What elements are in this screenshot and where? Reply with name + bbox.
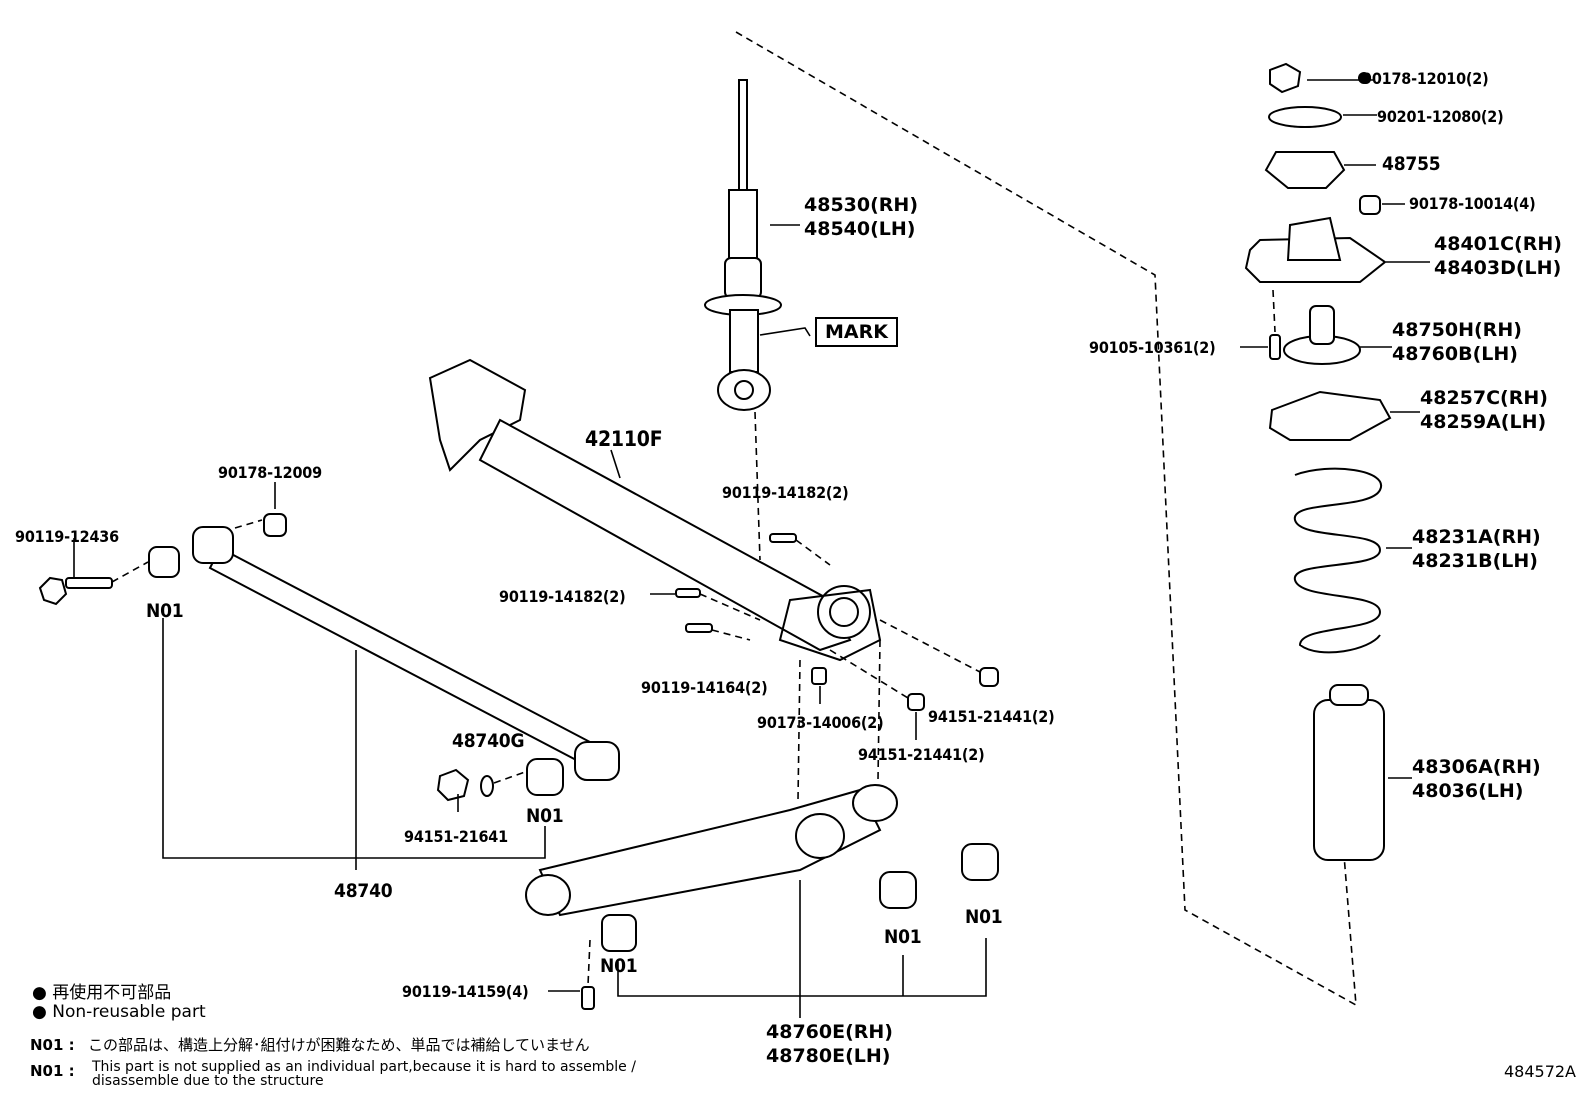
n01-label-rod-left: N01 [146,600,184,622]
nut-94151-21641-label: 94151-21641 [404,827,508,846]
note-n01-jp: N01 : この部品は、構造上分解･組付けが困難なため、単品では補給していません [30,1034,590,1055]
assembly-dashed-outline [735,31,1357,1007]
lower-arm-label: 48760E(RH) 48780E(LH) [766,1020,893,1068]
n01-label-rod-right: N01 [526,805,564,827]
bolt-90119-14182-upper-label: 90119-14182(2) [722,483,849,502]
support-label: 48401C(RH) 48403D(LH) [1434,232,1562,280]
note-n01-en: N01 : [30,1062,88,1080]
nut-94151-21441-lower-label: 94151-21441(2) [858,745,985,764]
n01-label-arm-front: N01 [600,955,638,977]
center-fasteners-drawing [675,533,999,711]
bumper-label: 48750H(RH) 48760B(LH) [1392,318,1522,366]
left-fasteners-drawing [38,513,494,802]
note-n01-tag-jp: N01 : [30,1036,75,1054]
insulator-rh-label: 48257C(RH) [1420,387,1548,409]
legend-non-reusable-jp: ● 再使用不可部品 [32,983,172,1003]
bumper-rh-label: 48750H(RH) [1392,319,1522,341]
nut-90178-12010-label: 90178-12010(2) [1362,69,1489,88]
coil-spring-lh-label: 48231B(LH) [1412,550,1538,572]
shock-absorber-label: 48530(RH) 48540(LH) [804,193,918,241]
insulator-lh-label: 48259A(LH) [1420,411,1547,433]
bump-boot-label: 48306A(RH) 48036(LH) [1412,755,1541,803]
right-stack-drawing [1244,62,1392,861]
bump-boot-lh-label: 48036(LH) [1412,780,1524,802]
n01-label-arm-middle: N01 [884,926,922,948]
lateral-rod-drawing [148,526,620,796]
bolt-90105-10361-label: 90105-10361(2) [1089,338,1216,357]
note-n01-en-text: This part is not supplied as an individu… [92,1060,636,1088]
coil-spring-rh-label: 48231A(RH) [1412,526,1541,548]
legend-non-reusable-en: ● Non-reusable part [32,1002,206,1022]
mark-callout: MARK [815,317,898,347]
illustration-code: 484572A [1503,1062,1576,1081]
support-rh-label: 48401C(RH) [1434,233,1562,255]
insulator-label: 48257C(RH) 48259A(LH) [1420,386,1548,434]
nut-94151-21441-upper-label: 94151-21441(2) [928,707,1055,726]
coil-spring-label: 48231A(RH) 48231B(LH) [1412,525,1541,573]
nut-90178-12009-label: 90178-12009 [218,463,322,482]
lower-arm-lh-label: 48780E(LH) [766,1045,891,1067]
non-reusable-dot-icon [1358,72,1370,84]
bolt-90119-14159-label: 90119-14159(4) [402,982,529,1001]
lower-arm-rh-label: 48760E(RH) [766,1021,893,1043]
shock-absorber-drawing [704,79,782,411]
lower-arm-drawing [525,784,999,952]
note-n01-en-line1: This part is not supplied as an individu… [92,1059,636,1075]
bolt-90119-14182-lower-label: 90119-14182(2) [499,587,626,606]
lateral-rod-label: 48740 [334,880,393,902]
nut-90178-10014-label: 90178-10014(4) [1409,194,1536,213]
note-n01-tag-en: N01 : [30,1062,75,1080]
axle-beam-drawing [428,358,882,662]
bolt-90119-12436-label: 90119-12436 [15,527,119,546]
shock-absorber-lh-label: 48540(LH) [804,218,916,240]
cushion-48755-label: 48755 [1382,153,1441,175]
axle-beam-label: 42110F [585,427,663,451]
washer-90201-12080-label: 90201-12080(2) [1377,107,1504,126]
bumper-lh-label: 48760B(LH) [1392,343,1518,365]
bump-boot-rh-label: 48306A(RH) [1412,756,1541,778]
bolt-90119-14164-label: 90119-14164(2) [641,678,768,697]
bushing-48740g-label: 48740G [452,730,525,752]
note-n01-jp-text: この部品は、構造上分解･組付けが困難なため、単品では補給していません [88,1036,590,1054]
note-n01-en-line2: disassemble due to the structure [92,1073,324,1089]
n01-label-arm-rear: N01 [965,906,1003,928]
support-lh-label: 48403D(LH) [1434,257,1562,279]
nut-90173-14006-label: 90173-14006(2) [757,713,884,732]
shock-absorber-rh-label: 48530(RH) [804,194,918,216]
